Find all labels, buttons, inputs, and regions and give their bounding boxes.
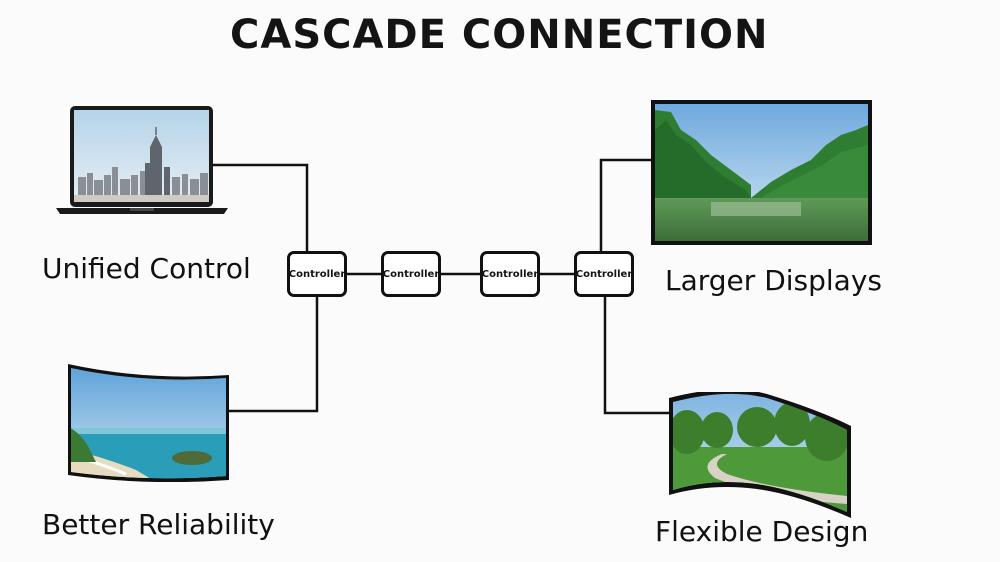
controller-2: Controller bbox=[381, 251, 441, 297]
flexible-park-display bbox=[669, 392, 851, 518]
controller-3: Controller bbox=[480, 251, 540, 297]
laptop-image bbox=[56, 106, 228, 214]
large-forest-display bbox=[651, 100, 872, 245]
label-flexible-design: Flexible Design bbox=[655, 515, 869, 548]
label-larger-displays: Larger Displays bbox=[665, 264, 882, 297]
wire-large-display bbox=[599, 158, 652, 251]
label-unified-control: Unified Control bbox=[42, 252, 251, 285]
curved-beach-screen bbox=[68, 364, 229, 482]
label-better-reliability: Better Reliability bbox=[42, 508, 275, 541]
wire-curved-screen bbox=[228, 297, 319, 413]
wire-flex-display bbox=[603, 297, 672, 415]
diagram-title: CASCADE CONNECTION bbox=[230, 12, 769, 58]
wire-laptop bbox=[213, 163, 309, 251]
controller-1: Controller bbox=[287, 251, 347, 297]
controller-4: Controller bbox=[574, 251, 634, 297]
